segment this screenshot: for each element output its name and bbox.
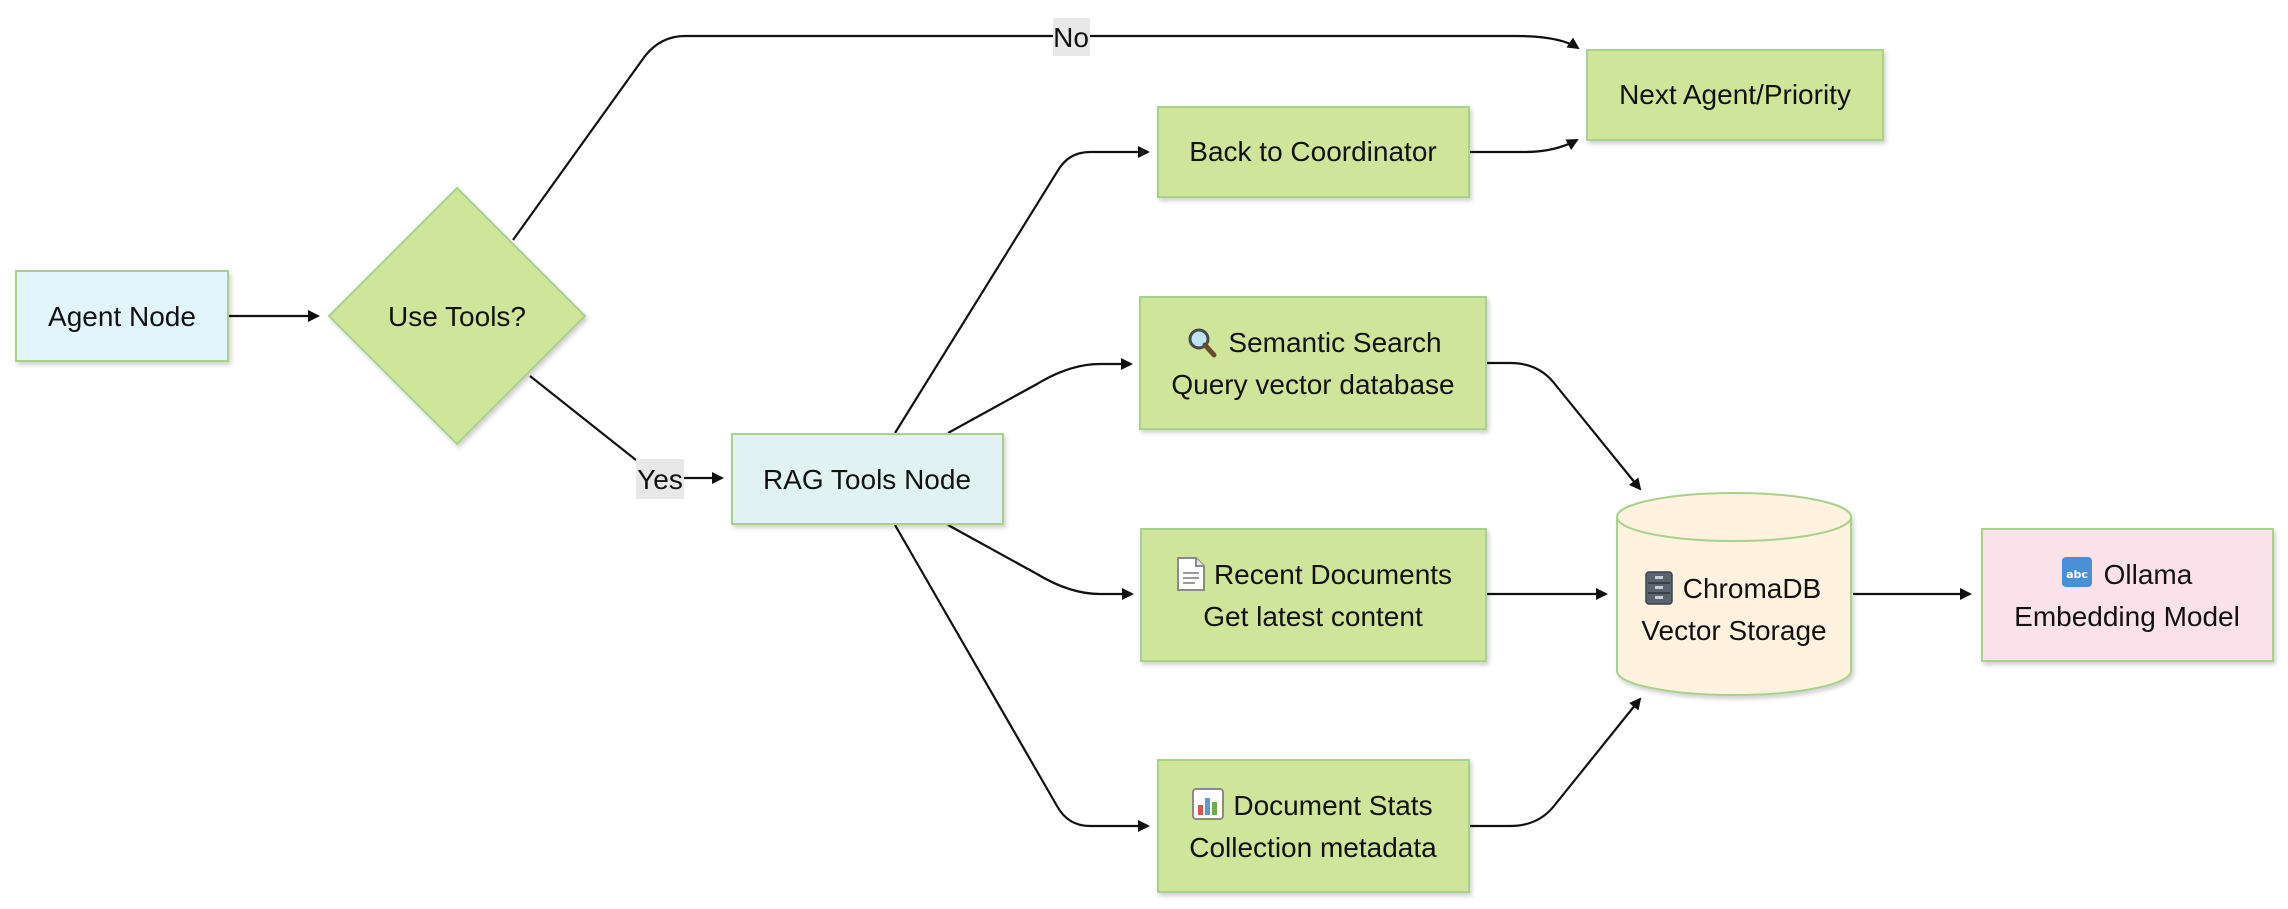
edge-search-to-chroma	[1487, 361, 1642, 491]
node-decision-label: Use Tools?	[388, 301, 526, 332]
node-ollama[interactable]: abc Ollama Embedding Model	[1981, 528, 2274, 662]
node-ollama-title: Ollama	[2104, 559, 2193, 590]
edge-decision-yes-to-rag	[529, 375, 637, 461]
node-back-to-coordinator[interactable]: Back to Coordinator	[1157, 106, 1470, 198]
node-back-label: Back to Coordinator	[1189, 136, 1436, 167]
edge-rag-to-search	[947, 358, 1133, 434]
node-ollama-subtitle: Embedding Model	[2014, 601, 2240, 632]
node-agent[interactable]: Agent Node	[15, 270, 229, 362]
node-chromadb-title: ChromaDB	[1683, 573, 1821, 604]
node-next-agent[interactable]: Next Agent/Priority	[1586, 49, 1884, 141]
svg-text:abc: abc	[2066, 568, 2088, 581]
file-cabinet-icon	[1645, 571, 1673, 605]
node-stats-title: Document Stats	[1233, 790, 1432, 821]
node-recent-subtitle: Get latest content	[1203, 601, 1423, 632]
node-recent-documents[interactable]: Recent Documents Get latest content	[1140, 528, 1487, 662]
edge-rag-to-back	[894, 146, 1150, 434]
node-chromadb[interactable]: ChromaDB Vector Storage	[1616, 492, 1852, 696]
abc-icon: abc	[2062, 557, 2092, 587]
edge-label-yes-text: Yes	[637, 464, 683, 495]
node-next-agent-label: Next Agent/Priority	[1619, 79, 1851, 110]
node-search-title: Semantic Search	[1228, 327, 1441, 358]
node-rag-tools[interactable]: RAG Tools Node	[731, 433, 1004, 525]
node-chromadb-subtitle: Vector Storage	[1641, 615, 1826, 646]
edge-label-no-text: No	[1053, 22, 1089, 53]
node-decision[interactable]: Use Tools?	[327, 186, 587, 446]
node-agent-label: Agent Node	[48, 301, 196, 332]
magnifier-icon	[1188, 328, 1217, 358]
node-semantic-search[interactable]: Semantic Search Query vector database	[1139, 296, 1487, 430]
document-icon	[1177, 557, 1205, 591]
node-recent-title: Recent Documents	[1214, 559, 1452, 590]
edge-stats-to-chroma	[1470, 697, 1642, 828]
edge-label-no: No	[1053, 18, 1090, 56]
node-stats-subtitle: Collection metadata	[1189, 832, 1437, 863]
edge-rag-to-recent	[947, 524, 1134, 600]
bar-chart-icon	[1192, 788, 1224, 820]
edge-back-to-next	[1470, 139, 1579, 154]
edge-decision-no-to-next	[512, 34, 1580, 241]
node-search-subtitle: Query vector database	[1171, 369, 1454, 400]
node-rag-tools-label: RAG Tools Node	[763, 464, 971, 495]
edge-label-yes: Yes	[636, 459, 684, 499]
node-document-stats[interactable]: Document Stats Collection metadata	[1157, 759, 1470, 893]
edge-rag-to-stats	[894, 524, 1150, 832]
edges	[229, 34, 1972, 832]
